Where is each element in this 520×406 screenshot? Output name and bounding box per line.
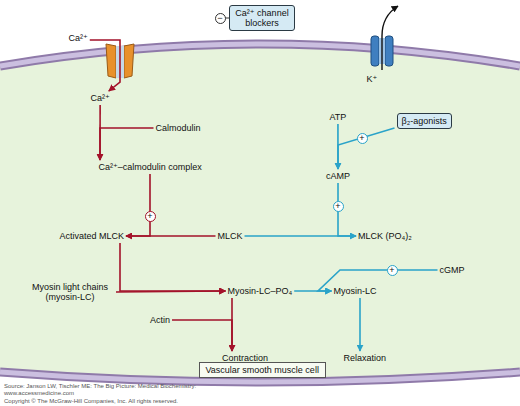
pathway-arrow bbox=[120, 243, 226, 291]
node-text: Myosin-LC bbox=[334, 286, 377, 296]
effect-sign: + bbox=[333, 201, 344, 212]
node-text: Relaxation bbox=[344, 353, 387, 363]
drug-box: β₂-agonists bbox=[397, 113, 452, 129]
node-text: Myosin light chains (myosin-LC) bbox=[26, 282, 114, 302]
ion-term: Ca²⁺ bbox=[91, 93, 110, 103]
node-text: Activated MLCK bbox=[60, 231, 125, 241]
node-text: Calmodulin bbox=[156, 123, 201, 133]
node-text: cAMP bbox=[326, 171, 350, 181]
cell-label: Vascular smooth muscle cell bbox=[199, 362, 326, 378]
effect-sign: + bbox=[357, 133, 368, 144]
pathway-term: Activated MLCK bbox=[60, 231, 125, 241]
inhibition-sign: − bbox=[215, 13, 226, 24]
pathway-term: MLCK (PO₄)₂ bbox=[358, 231, 412, 241]
drug-box: Ca²⁺ channel blockers bbox=[229, 5, 295, 31]
node-text: Ca²⁺ bbox=[69, 33, 88, 43]
channel-subunit bbox=[106, 44, 116, 78]
channel-subunit bbox=[371, 36, 379, 66]
node-text: MLCK (PO₄)₂ bbox=[358, 231, 412, 241]
node-text: Vascular smooth muscle cell bbox=[206, 365, 319, 375]
node-text: cGMP bbox=[440, 265, 465, 275]
node-text: Ca²⁺–calmodulin complex bbox=[99, 162, 202, 172]
pathway-term: Myosin light chains (myosin-LC) bbox=[26, 282, 114, 302]
node-text: β₂-agonists bbox=[402, 116, 447, 126]
pathway-arrow bbox=[90, 40, 120, 91]
pathway-arrow bbox=[126, 174, 150, 236]
ion-label: K⁺ bbox=[367, 74, 378, 84]
cell-membrane bbox=[0, 44, 520, 66]
pathway-term: Myosin-LC–PO₄ bbox=[228, 286, 293, 296]
pathway-term: Actin bbox=[150, 315, 170, 325]
pathway-arrow bbox=[338, 128, 395, 169]
cytoplasm bbox=[0, 44, 520, 382]
node-text: Ca²⁺ bbox=[91, 93, 110, 103]
pathway-term: MLCK bbox=[218, 231, 243, 241]
outcome-term: Relaxation bbox=[344, 353, 387, 363]
node-text: MLCK bbox=[218, 231, 243, 241]
pathway-arrow bbox=[126, 235, 215, 237]
copyright-note: Copyright © The McGraw-Hill Companies, I… bbox=[4, 398, 178, 405]
pathway-term: cGMP bbox=[440, 265, 465, 275]
cell-membrane bbox=[0, 44, 520, 66]
pathway-term: ATP bbox=[330, 112, 347, 122]
pathway-term: cAMP bbox=[326, 171, 350, 181]
pathway-arrow bbox=[359, 298, 361, 351]
node-text: Myosin-LC–PO₄ bbox=[228, 286, 293, 296]
pathway-arrow bbox=[100, 128, 154, 160]
potassium-efflux-arrow bbox=[382, 6, 398, 70]
channel-subunit bbox=[124, 44, 134, 78]
pathway-arrow bbox=[116, 291, 226, 292]
pathway-term: Ca²⁺–calmodulin complex bbox=[99, 162, 202, 172]
pathway-term: Calmodulin bbox=[156, 123, 201, 133]
node-text: ATP bbox=[330, 112, 347, 122]
pathway-term: Myosin-LC bbox=[334, 286, 377, 296]
node-text: Ca²⁺ channel blockers bbox=[234, 8, 290, 28]
pathway-arrow bbox=[172, 320, 232, 351]
node-text: Actin bbox=[150, 315, 170, 325]
source-note: Source: Janson LW, Tischler ME: The Big … bbox=[4, 383, 244, 397]
effect-sign: + bbox=[387, 265, 398, 276]
channel-subunit bbox=[385, 36, 393, 66]
ion-term: Ca²⁺ bbox=[69, 33, 88, 43]
effect-sign: + bbox=[145, 211, 156, 222]
